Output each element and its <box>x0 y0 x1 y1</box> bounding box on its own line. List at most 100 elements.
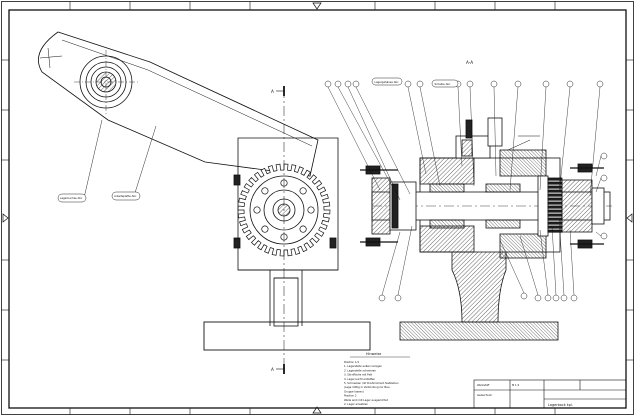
section-gear-tooth <box>547 221 563 225</box>
bolt-hole <box>299 225 307 233</box>
callout-balloon <box>542 80 550 88</box>
callout-arbeitsplatte: Arbeitsplatte Abc <box>114 194 137 198</box>
section-gear-tooth <box>547 193 563 197</box>
section-gear-tooth <box>547 213 563 217</box>
section-gear-tooth <box>547 185 563 189</box>
leader-line <box>595 231 602 237</box>
bolt-hole <box>307 206 315 214</box>
leader-line <box>559 86 571 187</box>
callout-balloon <box>344 80 352 88</box>
pedestal <box>451 249 507 323</box>
notes-line: 4. Lager leicht einfetten <box>344 377 376 381</box>
leader-line <box>539 229 549 296</box>
title-scale: M 1:2 <box>512 383 520 387</box>
notes-line: 5. Schrauben mit Drehmoment festziehen <box>344 381 399 385</box>
arm-bearing <box>74 50 138 114</box>
callout-balloon <box>514 80 522 88</box>
section-balloons <box>324 80 608 302</box>
callout-balloon <box>552 294 560 302</box>
section-tags <box>371 77 459 88</box>
section-gear-tooth <box>547 217 563 221</box>
notes-block: Hinweise Position 1/11. Lagerstelle auße… <box>344 352 410 406</box>
notes-line: 2. Lagerstelle schmieren <box>344 368 376 372</box>
left-callouts <box>57 119 157 203</box>
leader-line <box>509 86 519 191</box>
leader-line <box>589 86 601 197</box>
leader-line <box>407 86 427 175</box>
leader-line <box>569 229 575 296</box>
callout-balloon <box>600 174 608 182</box>
tag-scheibe: Scheibe Abc <box>435 82 452 86</box>
callout-balloon <box>566 80 574 88</box>
leader-line <box>493 86 497 177</box>
callout-balloon <box>560 294 568 302</box>
callout-balloon <box>378 294 386 302</box>
notes-line: 3. Stirnfläche mit Fett <box>344 373 372 377</box>
callout-balloon <box>600 152 608 160</box>
notes-line: Welle wird mit Lager ausgerichtet <box>344 398 388 402</box>
section-view <box>360 117 612 341</box>
lever-arm-outline <box>38 31 319 177</box>
leader-line <box>381 231 401 296</box>
leader-line <box>457 86 463 167</box>
section-gear-tooth <box>547 197 563 201</box>
left-view <box>38 31 371 351</box>
notes-line: Position 2 <box>344 394 357 398</box>
callout-balloon <box>520 292 528 300</box>
leader-line <box>519 235 539 296</box>
leader-line <box>327 86 381 191</box>
section-gear-tooth <box>547 229 563 233</box>
callout-balloon <box>544 294 552 302</box>
notes-line: 1. Lagerstelle außen reinigen <box>344 364 382 368</box>
leader-line <box>469 86 475 187</box>
leader-line <box>539 86 547 191</box>
title-designation: Lagerbock kpl. <box>548 403 573 407</box>
callout-balloon <box>466 80 474 88</box>
callout-balloon <box>324 80 332 88</box>
section-gear-tooth <box>547 205 563 209</box>
section-gear-tooth <box>547 201 563 205</box>
notes-line: 2. Lager einsetzen <box>344 402 368 406</box>
title-block <box>473 379 627 409</box>
leader-line <box>419 86 441 187</box>
section-gear-tooth <box>547 225 563 229</box>
title-material: Werkstoff <box>477 383 490 387</box>
leader-line <box>337 86 393 187</box>
leader-line <box>551 225 557 296</box>
leader-line <box>595 155 602 177</box>
notes-line: Position 1/1 <box>344 360 359 364</box>
bolt-hole <box>299 187 307 195</box>
callout-balloon <box>334 80 342 88</box>
bolt-hole <box>261 225 269 233</box>
section-gear-tooth <box>547 189 563 193</box>
notes-line: (Lage mittig in Verbindung zur Bau- <box>344 385 390 389</box>
leader-line <box>499 239 525 294</box>
section-letter-top: A <box>271 89 274 94</box>
leader-line <box>595 177 602 193</box>
callout-balloon <box>570 294 578 302</box>
section-leaders <box>327 86 602 296</box>
notes-line: Gruppe lassen) <box>344 389 364 393</box>
section-gear-tooth <box>547 181 563 185</box>
section-cut-line <box>276 86 285 374</box>
callout-balloon <box>394 294 402 302</box>
section-letter-bottom: A <box>271 367 274 372</box>
notes-heading: Hinweise <box>366 352 381 356</box>
callout-balloon <box>404 80 412 88</box>
leader-line <box>347 86 401 201</box>
callout-balloon <box>534 294 542 302</box>
callout-balloon <box>596 80 604 88</box>
leader-line <box>559 231 565 296</box>
leader-line <box>397 225 413 296</box>
section-gear-tooth <box>547 177 563 181</box>
callout-balloon <box>416 80 424 88</box>
callout-balloon <box>352 80 360 88</box>
bolt-hole <box>253 206 261 214</box>
callout-lagerbuchse: Lagerbuchse Abc <box>60 196 83 200</box>
leader-line <box>355 86 411 195</box>
callout-balloon <box>600 232 608 240</box>
section-view-title: A-A <box>466 60 473 65</box>
